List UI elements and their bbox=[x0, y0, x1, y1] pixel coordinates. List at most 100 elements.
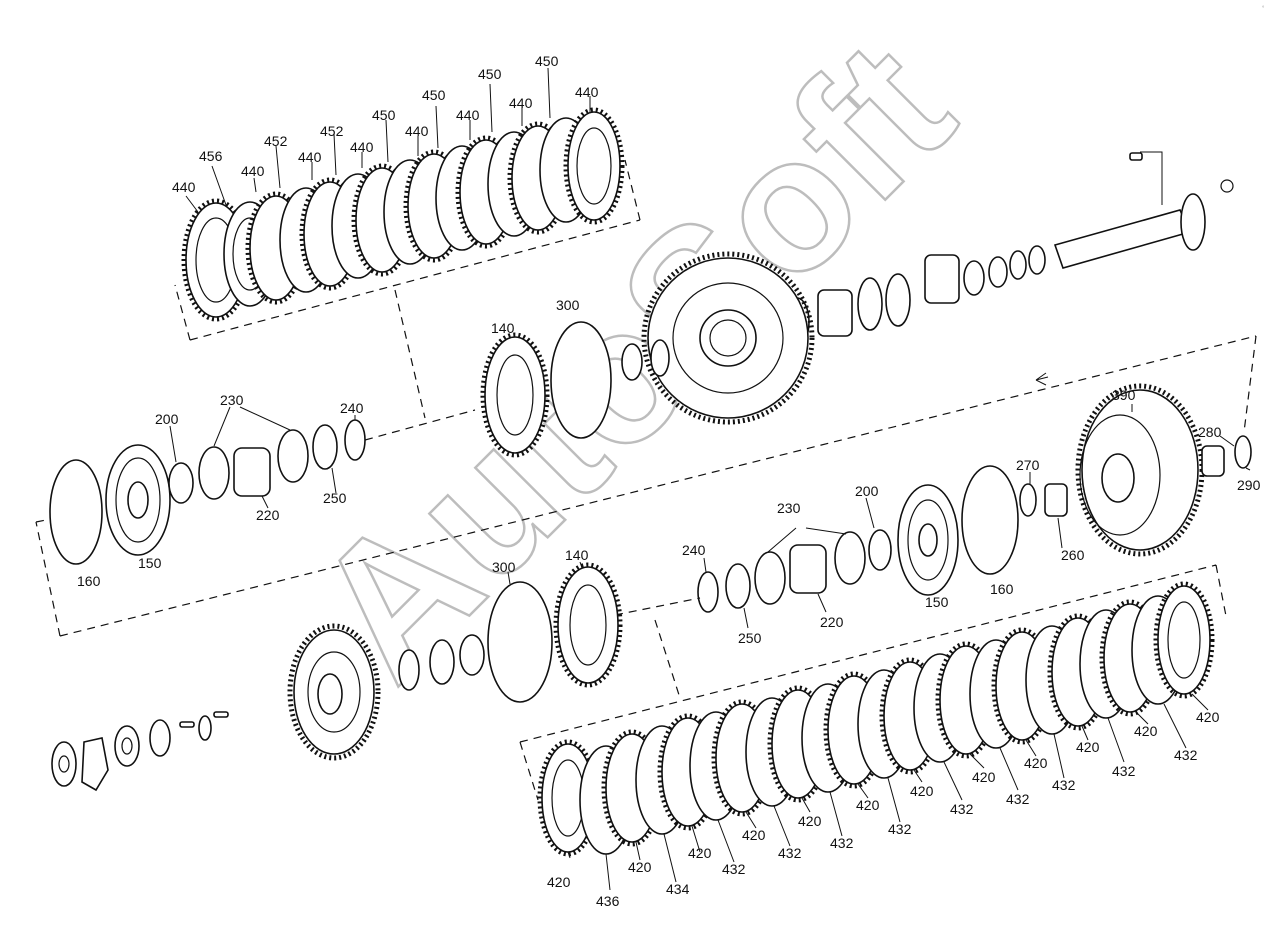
callout-432: 432 bbox=[722, 861, 746, 877]
callout-420: 420 bbox=[688, 845, 712, 861]
callout-150: 150 bbox=[925, 594, 949, 610]
callout-420: 420 bbox=[856, 797, 880, 813]
ring-240-right bbox=[697, 571, 719, 613]
callout-200: 200 bbox=[855, 483, 879, 499]
callout-440: 440 bbox=[405, 123, 429, 139]
washer-lower-a bbox=[459, 634, 485, 676]
output-shaft-assembly bbox=[784, 151, 1234, 347]
callout-420: 420 bbox=[1024, 755, 1048, 771]
ring-270 bbox=[1019, 483, 1037, 517]
ring-230-right-a bbox=[834, 531, 866, 585]
callout-230: 230 bbox=[220, 392, 244, 408]
pressure-plate-140-upper bbox=[480, 332, 550, 458]
callout-450: 450 bbox=[372, 107, 396, 123]
callout-250: 250 bbox=[323, 490, 347, 506]
callout-160: 160 bbox=[77, 573, 101, 589]
snap-ring-300-upper bbox=[550, 321, 612, 439]
callout-200: 200 bbox=[155, 411, 179, 427]
callout-436: 436 bbox=[596, 893, 620, 909]
callout-432: 432 bbox=[1052, 777, 1076, 793]
callout-270: 270 bbox=[1016, 457, 1040, 473]
callout-420: 420 bbox=[798, 813, 822, 829]
bushing-260 bbox=[1044, 483, 1068, 517]
callout-260: 260 bbox=[1061, 547, 1085, 563]
callout-432: 432 bbox=[1112, 763, 1136, 779]
ring-250-left bbox=[312, 424, 338, 470]
washer-lower-c bbox=[398, 649, 420, 691]
upper-disc-440h bbox=[563, 107, 625, 225]
ring-230-right-b bbox=[754, 551, 786, 605]
seal-ring-160-left bbox=[49, 459, 103, 565]
corner-mark: ° bbox=[1262, 6, 1265, 12]
callout-452: 452 bbox=[264, 133, 288, 149]
callout-150: 150 bbox=[138, 555, 162, 571]
callout-420: 420 bbox=[742, 827, 766, 843]
upper-disc-pack bbox=[174, 67, 641, 341]
callout-440: 440 bbox=[456, 107, 480, 123]
ring-230-left-b bbox=[277, 429, 309, 483]
callout-420: 420 bbox=[1134, 723, 1158, 739]
frame-arrow bbox=[1035, 372, 1049, 386]
snap-ring-300-lower bbox=[487, 581, 553, 703]
clutch-drum-390 bbox=[1075, 383, 1205, 557]
callout-440: 440 bbox=[241, 163, 265, 179]
callout-240: 240 bbox=[340, 400, 364, 416]
callout-434: 434 bbox=[666, 881, 690, 897]
callout-labels: 440 456 440 452 440 452 440 450 440 450 … bbox=[77, 53, 1261, 909]
callout-432: 432 bbox=[1006, 791, 1030, 807]
ring-230-left-a bbox=[198, 446, 230, 500]
callout-450: 450 bbox=[422, 87, 446, 103]
callout-390: 390 bbox=[1112, 387, 1136, 403]
callout-300: 300 bbox=[492, 559, 516, 575]
lower-disc-pack bbox=[519, 564, 1227, 891]
callout-432: 432 bbox=[888, 821, 912, 837]
callout-220: 220 bbox=[256, 507, 280, 523]
callout-420: 420 bbox=[910, 783, 934, 799]
ring-250-right bbox=[725, 563, 751, 609]
right-piston-assembly bbox=[614, 404, 1251, 699]
thrust-washer bbox=[650, 339, 670, 377]
lower-disc-420l bbox=[1153, 581, 1215, 699]
spring-220-right bbox=[789, 544, 827, 594]
washer-lower-b bbox=[429, 639, 455, 685]
seal-ring-160-right bbox=[961, 465, 1019, 575]
callout-140: 140 bbox=[491, 320, 515, 336]
callout-420: 420 bbox=[972, 769, 996, 785]
pressure-plate-140-lower bbox=[553, 562, 623, 688]
left-piston-assembly bbox=[49, 289, 476, 565]
callout-160: 160 bbox=[990, 581, 1014, 597]
callout-432: 432 bbox=[778, 845, 802, 861]
ring-290 bbox=[1234, 435, 1252, 469]
callout-300: 300 bbox=[556, 297, 580, 313]
callout-456: 456 bbox=[199, 148, 223, 164]
lower-gear bbox=[287, 623, 381, 761]
drive-gear bbox=[641, 251, 815, 425]
middle-frame bbox=[35, 335, 1257, 637]
callout-452: 452 bbox=[320, 123, 344, 139]
callout-440: 440 bbox=[350, 139, 374, 155]
lower-left-small-parts bbox=[51, 711, 229, 792]
callout-432: 432 bbox=[1174, 747, 1198, 763]
callout-440: 440 bbox=[509, 95, 533, 111]
ring-240-left bbox=[344, 419, 366, 461]
callout-250: 250 bbox=[738, 630, 762, 646]
callout-240: 240 bbox=[682, 542, 706, 558]
spring-220-left bbox=[233, 447, 271, 497]
callout-230: 230 bbox=[777, 500, 801, 516]
callout-450: 450 bbox=[535, 53, 559, 69]
callout-290: 290 bbox=[1237, 477, 1261, 493]
bearing-280 bbox=[1201, 445, 1225, 477]
callout-280: 280 bbox=[1198, 424, 1222, 440]
callout-440: 440 bbox=[575, 84, 599, 100]
thrust-washer-small bbox=[621, 343, 643, 381]
callout-420: 420 bbox=[547, 874, 571, 890]
ring-200-left bbox=[168, 462, 194, 504]
callout-432: 432 bbox=[950, 801, 974, 817]
callout-440: 440 bbox=[172, 179, 196, 195]
callout-432: 432 bbox=[830, 835, 854, 851]
callout-450: 450 bbox=[478, 66, 502, 82]
callout-440: 440 bbox=[298, 149, 322, 165]
callout-420: 420 bbox=[1076, 739, 1100, 755]
callout-140: 140 bbox=[565, 547, 589, 563]
